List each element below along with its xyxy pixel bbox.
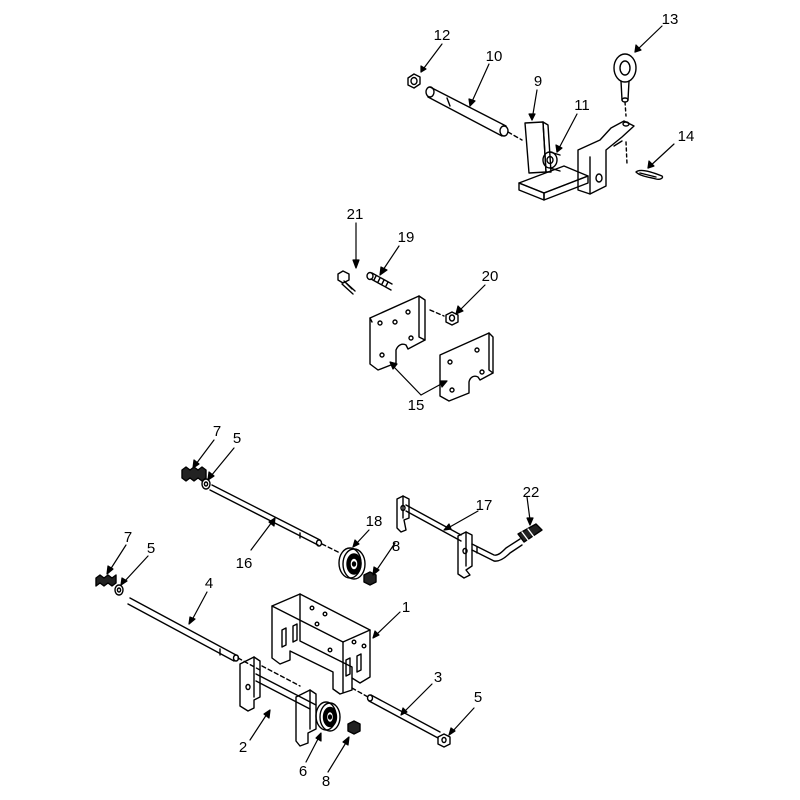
part-15-plate-right xyxy=(440,333,493,401)
leader-lines-lower xyxy=(106,439,534,773)
callout-8-upper: 8 xyxy=(392,538,400,555)
part-2-lower-bracket xyxy=(240,657,316,746)
part-3-rod xyxy=(352,688,440,738)
callout-13: 13 xyxy=(662,11,679,28)
part-5-washer-lower-left xyxy=(115,585,123,595)
callout-5-upper: 5 xyxy=(233,430,241,447)
part-15-plate-left xyxy=(370,296,425,370)
part-7-spring-lower xyxy=(96,575,116,586)
callout-19: 19 xyxy=(398,229,415,246)
part-21-bolt xyxy=(338,271,355,294)
callout-labels: 12 10 9 11 13 14 21 19 20 15 7 5 16 18 8… xyxy=(124,11,695,790)
callout-22: 22 xyxy=(523,484,540,501)
callout-20: 20 xyxy=(482,268,499,285)
part-17-bracket xyxy=(397,496,522,578)
callout-17: 17 xyxy=(476,497,493,514)
part-20-nut xyxy=(430,310,458,325)
callout-4: 4 xyxy=(205,575,213,592)
part-8-setscrew-lower xyxy=(348,721,360,734)
part-13-clevis-pin xyxy=(614,54,636,116)
callout-16: 16 xyxy=(236,555,253,572)
callout-11: 11 xyxy=(574,97,590,114)
callout-2: 2 xyxy=(239,739,247,756)
callout-10: 10 xyxy=(486,48,503,65)
callout-9: 9 xyxy=(534,73,542,90)
part-9-pedal-bracket xyxy=(519,121,634,200)
callout-5-lower-right: 5 xyxy=(474,689,482,706)
part-14-cotter-pin xyxy=(626,142,663,179)
part-16-rod xyxy=(210,485,340,553)
part-4-rod xyxy=(128,598,260,670)
leader-lines-top xyxy=(420,25,675,169)
part-6-pulley xyxy=(316,702,340,731)
part-22-grip xyxy=(518,524,542,542)
part-5-washer-upper xyxy=(202,479,210,489)
callout-3: 3 xyxy=(434,669,442,686)
callout-6: 6 xyxy=(299,763,307,780)
callout-18: 18 xyxy=(366,513,383,530)
callout-1: 1 xyxy=(402,599,410,616)
part-1-main-bracket xyxy=(272,594,370,694)
part-10-rod xyxy=(426,87,522,140)
part-12-nut xyxy=(408,74,420,88)
part-11-bushing xyxy=(543,152,560,171)
callout-21: 21 xyxy=(347,206,364,223)
part-7-spring-upper xyxy=(182,467,206,481)
callout-7-upper: 7 xyxy=(213,423,221,440)
part-18-pulley xyxy=(339,548,365,579)
callout-5-lower-left: 5 xyxy=(147,540,155,557)
callout-15: 15 xyxy=(408,397,425,414)
callout-12: 12 xyxy=(434,27,451,44)
part-19-screw xyxy=(367,273,392,291)
callout-7-lower: 7 xyxy=(124,529,132,546)
part-5-nut-lower-right xyxy=(438,734,450,747)
leader-lines-middle xyxy=(352,222,486,396)
callout-8-lower: 8 xyxy=(322,773,330,790)
callout-14: 14 xyxy=(678,128,695,145)
